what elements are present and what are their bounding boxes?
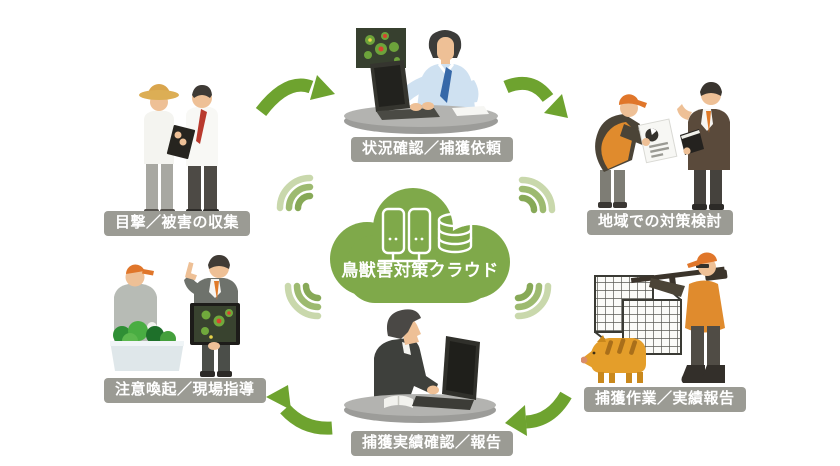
illustration-regional-review xyxy=(595,82,730,210)
wifi-signal-icon xyxy=(284,282,322,320)
illustration-sighting-collection xyxy=(139,84,219,215)
arrow-head xyxy=(505,405,527,436)
arrow-shaft xyxy=(280,404,333,435)
cycle-arrow-icon xyxy=(505,391,572,436)
database-icon xyxy=(437,212,473,254)
cycle-arrow-icon xyxy=(255,75,335,117)
arrow-shaft xyxy=(503,76,554,103)
arrow-head xyxy=(310,75,335,100)
cloud-body xyxy=(330,188,510,303)
hunter-shooting-figure xyxy=(630,252,728,383)
orange-vest xyxy=(685,280,725,333)
illustration-status-check xyxy=(344,28,498,134)
blue-tie xyxy=(440,67,452,103)
staff-figure xyxy=(374,309,439,406)
pointing-hand xyxy=(185,262,197,281)
vegetable-box xyxy=(110,321,184,371)
step-label-regional-review: 地域での対策検討 xyxy=(587,210,734,235)
hand xyxy=(410,103,422,111)
cycle-arrow-icon xyxy=(266,385,333,435)
step-label-result-report: 捕獲実績確認／報告 xyxy=(351,431,513,456)
cage-trap xyxy=(594,275,682,355)
wifi-signal-icon xyxy=(276,174,314,212)
operator-figure xyxy=(400,30,479,108)
cloud-title: 鳥獣害対策クラウド xyxy=(341,261,499,280)
hunter-figure xyxy=(595,94,650,208)
report-document xyxy=(637,118,678,164)
arrow-head xyxy=(544,94,568,118)
laptop xyxy=(370,60,440,120)
step-label-sighting-collection: 目撃／被害の収集 xyxy=(104,211,251,236)
step-label-field-guidance: 注意喚起／現場指導 xyxy=(104,378,266,403)
red-tie xyxy=(196,109,207,144)
step-label-capture-work: 捕獲作業／実績報告 xyxy=(584,387,746,412)
wild-boar xyxy=(581,335,646,383)
arrow-head xyxy=(266,385,291,410)
orange-tie xyxy=(706,111,711,133)
wifi-signal-icon xyxy=(514,282,552,320)
tablet-with-heatmap xyxy=(190,303,240,350)
server-stand xyxy=(377,251,437,263)
arrow-shaft xyxy=(255,78,314,117)
farmer-figure xyxy=(139,84,184,215)
laptop xyxy=(412,336,480,410)
step-label-status-check: 状況確認／捕獲依頼 xyxy=(351,137,513,162)
orange-cap xyxy=(696,252,717,265)
illustration-field-guidance xyxy=(110,255,240,377)
official-figure xyxy=(166,85,219,215)
illustration-capture-work xyxy=(581,252,728,383)
boar-snout xyxy=(581,356,588,364)
suit-official-figure xyxy=(677,82,730,210)
arrow-shaft xyxy=(525,391,572,429)
illustration-result-report xyxy=(344,309,496,423)
cloud-shape xyxy=(330,188,510,303)
orange-cap xyxy=(618,94,647,108)
orange-cap xyxy=(126,264,145,274)
gesturing-hand xyxy=(677,104,692,120)
paper xyxy=(452,106,489,116)
hand xyxy=(422,102,434,110)
cycle-arrow-icon xyxy=(503,76,568,118)
orange-tie xyxy=(214,281,219,300)
wifi-signal-icon xyxy=(518,176,556,214)
